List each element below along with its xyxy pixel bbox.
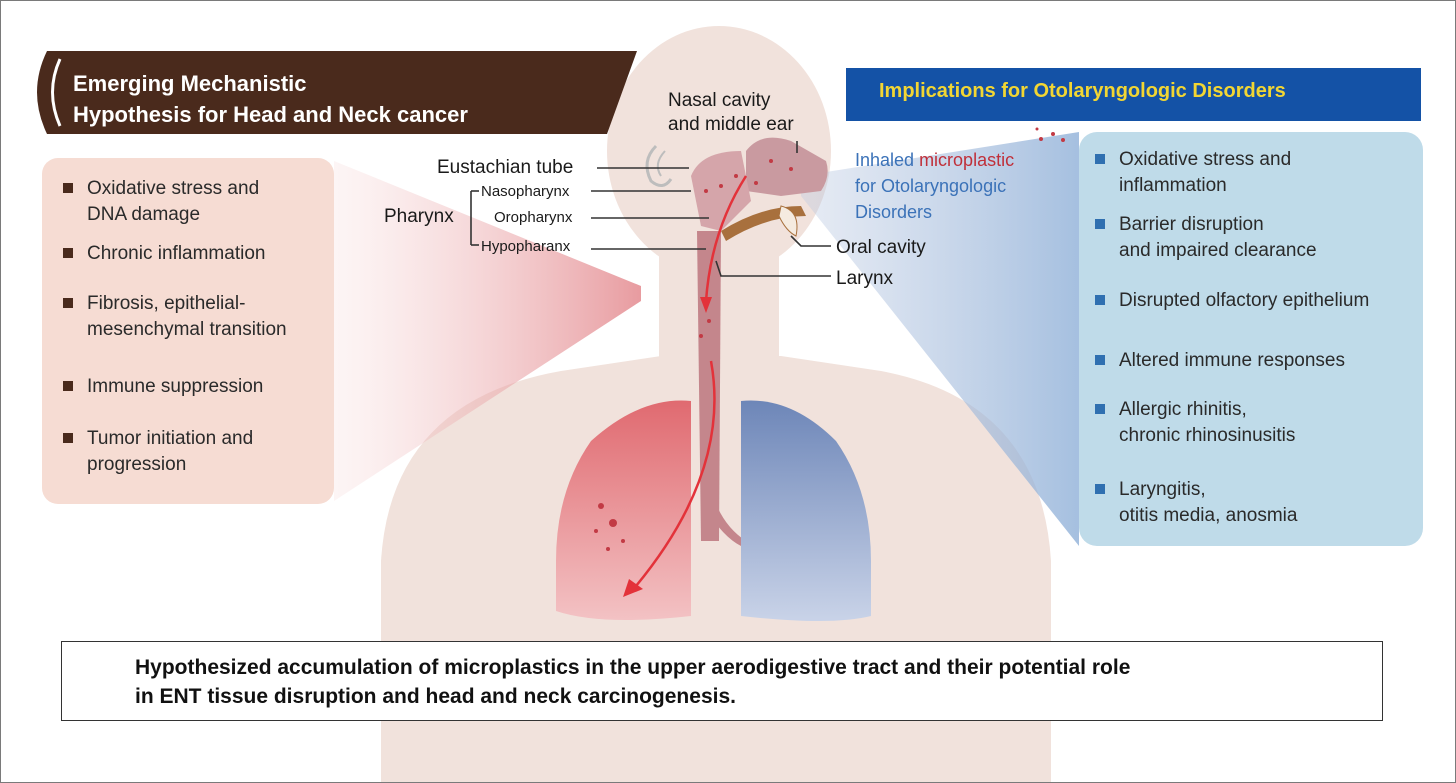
head-structures: [645, 137, 828, 546]
left-beam: [334, 161, 641, 501]
nasal-cavity-label-line2: and middle ear: [668, 114, 794, 135]
left-list-item-line1: Fibrosis, epithelial-: [87, 293, 246, 314]
microplastic-particles: [594, 127, 1065, 551]
inhaled-microplastic-label: Inhaled microplastic for Otolaryngologic…: [855, 147, 1014, 225]
right-implications-panel: [1079, 132, 1423, 546]
oropharynx-label: Oropharynx: [494, 209, 573, 226]
right-lung: [741, 400, 871, 621]
eustachian-tube-label: Eustachian tube: [437, 157, 574, 178]
left-banner-title: Emerging Mechanistic Hypothesis for Head…: [73, 68, 468, 130]
square-bullet-icon: [1095, 355, 1105, 365]
square-bullet-icon: [1095, 295, 1105, 305]
left-list-item-line1: Chronic inflammation: [87, 243, 266, 264]
right-list-item-line1: Allergic rhinitis,: [1119, 399, 1247, 420]
square-bullet-icon: [63, 298, 73, 308]
square-bullet-icon: [63, 381, 73, 391]
left-list-item-line1: Immune suppression: [87, 376, 264, 397]
inhaled-highlight: microplastic: [919, 150, 1015, 170]
inhalation-arrow: [635, 175, 748, 587]
square-bullet-icon: [1095, 484, 1105, 494]
square-bullet-icon: [1095, 219, 1105, 229]
left-list-item-line1: Oxidative stress and: [87, 178, 260, 199]
left-list-item-line2: DNA damage: [87, 204, 201, 225]
square-bullet-icon: [1095, 404, 1105, 414]
left-list-item-line2: mesenchymal transition: [87, 319, 287, 340]
square-bullet-icon: [63, 248, 73, 258]
right-list-item-line1: Barrier disruption: [1119, 214, 1264, 235]
left-mechanism-panel: [42, 158, 334, 504]
caption-box: [61, 641, 1383, 721]
pharynx-label: Pharynx: [384, 206, 454, 227]
caption-line1: Hypothesized accumulation of microplasti…: [135, 656, 1131, 679]
left-lung: [556, 400, 691, 620]
caption-line2: in ENT tissue disruption and head and ne…: [135, 685, 736, 708]
left-list-item-line2: progression: [87, 454, 187, 475]
right-list-item-line2: otitis media, anosmia: [1119, 505, 1298, 526]
right-list-item-line1: Oxidative stress and: [1119, 149, 1292, 170]
right-banner-title: Implications for Otolaryngologic Disorde…: [879, 80, 1286, 102]
left-list-item-line1: Tumor initiation and: [87, 428, 254, 449]
left-banner-title-line1: Emerging Mechanistic: [73, 71, 307, 96]
right-list-item-line1: Disrupted olfactory epithelium: [1119, 290, 1370, 311]
oral-cavity-label: Oral cavity: [836, 237, 926, 258]
inhalation-arrowhead-end: [623, 579, 643, 597]
inhaled-line2: for Otolaryngologic: [855, 176, 1007, 196]
label-leader-lines: [470, 141, 831, 277]
nasopharynx-label: Nasopharynx: [481, 183, 570, 200]
left-banner: [37, 51, 637, 134]
inhalation-arrowhead-mid: [700, 297, 712, 313]
right-banner: [846, 68, 1421, 121]
left-banner-title-line2: Hypothesis for Head and Neck cancer: [73, 102, 468, 127]
hypopharynx-label: Hypopharanx: [481, 238, 571, 255]
caption: Hypothesized accumulation of microplasti…: [135, 653, 1130, 711]
nasal-cavity-label: Nasal cavity and middle ear: [668, 89, 794, 137]
right-list-item-line2: and impaired clearance: [1119, 240, 1317, 261]
right-list-item-line1: Altered immune responses: [1119, 350, 1345, 371]
square-bullet-icon: [1095, 154, 1105, 164]
right-list-item-line2: inflammation: [1119, 175, 1227, 196]
right-list-item-line2: chronic rhinosinusitis: [1119, 425, 1296, 446]
right-beam: [801, 132, 1079, 546]
square-bullet-icon: [63, 433, 73, 443]
inhaled-prefix: Inhaled: [855, 150, 920, 170]
larynx-label: Larynx: [836, 268, 894, 289]
right-list-item-line1: Laryngitis,: [1119, 479, 1206, 500]
nasal-cavity-label-line1: Nasal cavity: [668, 90, 771, 111]
square-bullet-icon: [63, 183, 73, 193]
inhaled-line3: Disorders: [855, 202, 933, 222]
